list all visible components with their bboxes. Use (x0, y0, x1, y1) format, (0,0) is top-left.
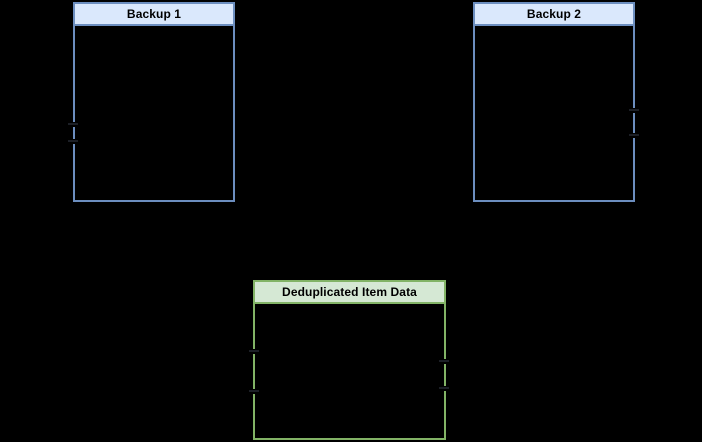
node-backup-2: Backup 2 (473, 2, 635, 202)
connector-stub (68, 122, 78, 127)
node-deduplicated-item-data: Deduplicated Item Data (253, 280, 446, 440)
connector-stub (68, 139, 78, 144)
connector-stub (439, 359, 449, 364)
node-backup-1-header: Backup 1 (75, 4, 233, 26)
node-backup-2-title: Backup 2 (526, 7, 582, 21)
node-deduplicated-item-data-title: Deduplicated Item Data (282, 285, 417, 299)
node-backup-2-header: Backup 2 (475, 4, 633, 26)
connector-stub (629, 133, 639, 138)
node-backup-1-title: Backup 1 (126, 7, 182, 21)
connector-stub (249, 349, 259, 354)
connector-stub (249, 389, 259, 394)
connector-stub (439, 386, 449, 391)
node-backup-1: Backup 1 (73, 2, 235, 202)
connector-stub (629, 108, 639, 113)
node-deduplicated-item-data-header: Deduplicated Item Data (255, 282, 444, 304)
